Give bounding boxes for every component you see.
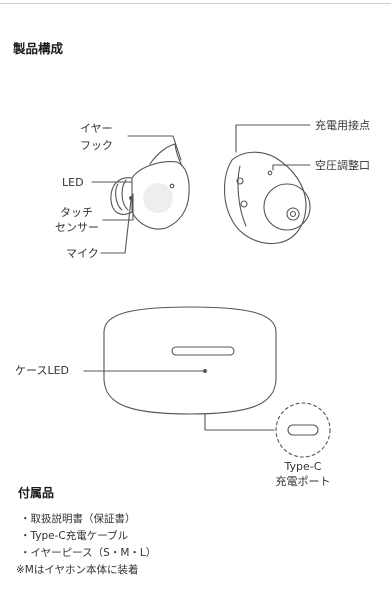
left-earbud-body bbox=[131, 161, 190, 230]
ear-hook-label-line2: フック bbox=[80, 139, 113, 152]
charging-contact-1 bbox=[236, 177, 244, 185]
led-label: LED bbox=[62, 176, 84, 189]
charging-contact-2 bbox=[240, 200, 248, 208]
accessory-note: ※Mはイヤホン本体に装着 bbox=[16, 564, 139, 576]
top-divider bbox=[0, 3, 391, 4]
ear-hook bbox=[149, 143, 183, 167]
charging-contacts-label: 充電用接点 bbox=[315, 119, 370, 132]
accessory-item-manual: ・取扱説明書（保証書） bbox=[20, 513, 136, 525]
type-c-label: Type-C bbox=[284, 460, 322, 473]
mic-dot bbox=[129, 196, 133, 200]
pressure-vent-label: 空圧調整口 bbox=[315, 159, 370, 172]
right-earbud-body bbox=[224, 151, 307, 245]
led-dot bbox=[169, 183, 175, 189]
accessory-item-eartips: ・イヤーピース（S・M・L） bbox=[20, 547, 157, 559]
usb-c-port-callout bbox=[275, 402, 331, 458]
left-eartip bbox=[110, 177, 133, 215]
accessories-heading: 付属品 bbox=[18, 486, 55, 500]
usb-c-port bbox=[287, 424, 319, 436]
mic-label: マイク bbox=[66, 247, 99, 260]
case-led-label: ケースLED bbox=[15, 364, 69, 377]
charging-case bbox=[103, 306, 277, 415]
touch-sensor-label-line1: タッチ bbox=[60, 206, 93, 219]
pressure-vent bbox=[267, 170, 273, 176]
touch-sensor-disc bbox=[143, 183, 173, 213]
ear-hook-label-line1: イヤー bbox=[80, 122, 113, 135]
charging-port-label: 充電ポート bbox=[275, 475, 331, 488]
page-title: 製品構成 bbox=[13, 41, 64, 56]
accessory-item-cable: ・Type-C充電ケーブル bbox=[20, 530, 129, 542]
case-latch bbox=[171, 346, 235, 356]
touch-sensor-label-line2: センサー bbox=[55, 221, 99, 234]
right-eartip bbox=[263, 183, 311, 231]
